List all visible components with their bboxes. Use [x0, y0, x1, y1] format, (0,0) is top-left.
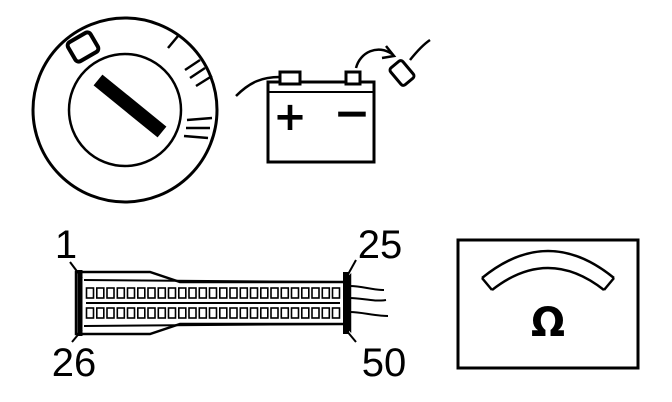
battery-positive-post: [278, 70, 302, 86]
connector-pin-cavity: [85, 287, 95, 299]
disconnect-arrow: [354, 48, 393, 69]
connector-pin-cavity: [239, 307, 249, 319]
connector-pin-cavity: [137, 307, 146, 319]
connector-pin-cavity: [147, 287, 156, 299]
connector-pin-cavity: [219, 307, 228, 319]
ignition-switch-off-icon: [31, 16, 219, 204]
negative-cable: [409, 38, 431, 61]
pin-label-50: 50: [362, 341, 407, 385]
connector-pin-cavity: [147, 307, 156, 319]
connector-pin-cavity: [167, 307, 177, 319]
connector-pin-cavity: [137, 287, 146, 299]
battery-negative-post: [344, 70, 362, 86]
battery-body: [266, 80, 376, 164]
connector-pin-cavity: [178, 307, 187, 319]
pin-label-26: 26: [52, 341, 97, 385]
connector-pin-cavity: [290, 287, 300, 299]
battery-negative-symbol: −: [334, 88, 371, 139]
connector-pin-cavity: [259, 287, 269, 299]
connector-pin-cavity: [321, 287, 331, 299]
connector-pin-cavity: [157, 307, 167, 319]
connector-pin-cavity: [116, 307, 126, 319]
negative-cable-clamp: [388, 59, 416, 87]
connector-pin-cavity: [311, 287, 320, 299]
connector-pin-cavity: [126, 307, 136, 319]
connector-pin-cavity: [96, 307, 105, 319]
battery-positive-cable: [235, 75, 281, 97]
connector-pin-cavity: [280, 307, 290, 319]
connector-pin-cavity: [106, 287, 115, 299]
connector-pin-cavity: [188, 307, 197, 319]
connector-pin-cavity: [126, 287, 136, 299]
ignition-position-ticks: [167, 35, 213, 140]
pin-label-leaders: [69, 259, 357, 343]
connector-pin-cavity: [249, 307, 259, 319]
connector-pin-cavity: [249, 287, 259, 299]
connector-pin-cavity: [188, 287, 197, 299]
connector-pin-cavity: [270, 307, 279, 319]
connector-pin-cavity: [270, 287, 279, 299]
pin-label-25: 25: [358, 223, 403, 267]
connector-pin-cavity: [106, 307, 115, 319]
ohmmeter-scale-right-end: [603, 277, 615, 291]
connector-pin-cavity: [208, 307, 218, 319]
connector-rail-bottom: [83, 323, 343, 327]
ohmmeter-scale-inner: [491, 266, 605, 291]
connector-pin-cavity: [239, 287, 249, 299]
pin-label-1: 1: [55, 223, 77, 267]
connector-pin-cavity: [219, 287, 228, 299]
ignition-switch-outer-ring: [31, 16, 219, 204]
connector-pin-cavity: [331, 307, 341, 319]
connector-pin-cavity: [331, 287, 341, 299]
connector-pin-cavity: [311, 307, 320, 319]
ignition-key-slot: [93, 74, 167, 138]
battery-disconnect-icon: [235, 38, 431, 164]
ohmmeter-case: [456, 238, 640, 370]
ohmmeter-unit-symbol: Ω: [531, 300, 565, 346]
ignition-lock-key-marker: [65, 30, 101, 64]
connector-pin-cavity: [229, 307, 238, 319]
connector-pin-cavity: [300, 287, 310, 299]
battery-positive-symbol: +: [273, 94, 307, 140]
connector-pin-cavity: [280, 287, 290, 299]
connector-housing-outline: [74, 270, 352, 336]
connector-pin-cavity: [96, 287, 105, 299]
connector-pin-cavity: [229, 287, 238, 299]
connector-pin-cavity: [300, 307, 310, 319]
connector-pin-cavity: [259, 307, 269, 319]
connector-pin-cavity: [290, 307, 300, 319]
connector-pin-row-top: [85, 287, 341, 299]
ecu-connector-icon: [74, 270, 389, 336]
connector-pin-cavity: [85, 307, 95, 319]
connector-pin-cavity: [116, 287, 126, 299]
connector-pin-row-bottom: [85, 307, 341, 319]
connector-wire-harness: [349, 285, 389, 317]
connector-pin-cavity: [167, 287, 177, 299]
connector-pin-cavity: [178, 287, 187, 299]
connector-pin-cavity: [157, 287, 167, 299]
connector-pin-cavity: [198, 307, 208, 319]
ignition-switch-inner-ring: [67, 52, 183, 168]
connector-pin-cavity: [321, 307, 331, 319]
connector-rail-top: [83, 279, 343, 283]
ohmmeter-scale-left-end: [481, 277, 493, 291]
connector-pin-cavity: [198, 287, 208, 299]
ohmmeter-icon: [456, 238, 640, 370]
disconnect-arrow-head: [381, 45, 397, 60]
ohmmeter-scale-outer: [481, 249, 615, 279]
connector-pin-cavity: [208, 287, 218, 299]
